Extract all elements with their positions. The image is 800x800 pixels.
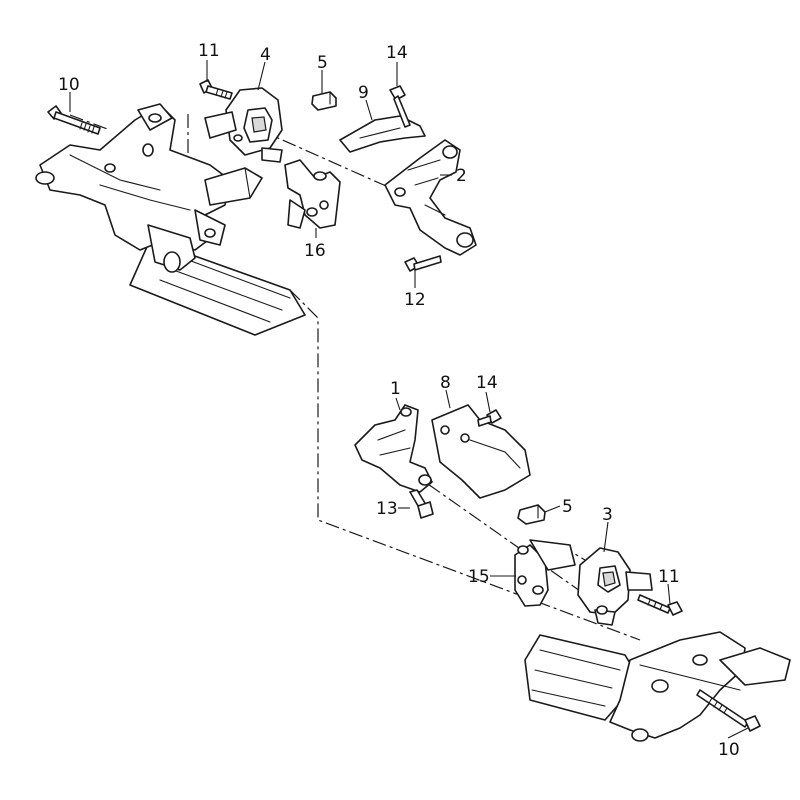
- callout-4: 4: [260, 45, 271, 65]
- cap-5-lower: [517, 504, 546, 525]
- callout-15: 15: [468, 567, 490, 587]
- callout-1: 1: [390, 379, 401, 399]
- callout-2: 2: [456, 166, 467, 186]
- callout-11-lower: 11: [658, 567, 680, 587]
- bracket-15: [514, 539, 576, 607]
- callout-9: 9: [358, 83, 369, 103]
- bolt-10-upper: [47, 105, 101, 135]
- bracket-1: [354, 404, 433, 493]
- bolt-11-upper: [199, 79, 233, 100]
- bolt-13: [409, 489, 434, 519]
- callout-5-lower: 5: [562, 497, 573, 517]
- bracket-2: [384, 139, 477, 256]
- callout-3: 3: [602, 505, 613, 525]
- callout-5-upper: 5: [317, 53, 328, 73]
- bolt-12: [404, 255, 442, 272]
- mount-3: [577, 547, 653, 626]
- bolt-14-lower: [477, 409, 502, 427]
- callout-12: 12: [404, 290, 426, 310]
- callout-11-upper: 11: [198, 41, 220, 61]
- callout-labels: 10 11 4 5 9 14 2 16 12 1 8 14 13 5 3 15 …: [58, 41, 740, 760]
- callout-16: 16: [304, 241, 326, 261]
- heat-shield-9: [339, 115, 426, 153]
- bolt-14-upper: [389, 85, 411, 128]
- callout-10-lower: 10: [718, 740, 740, 760]
- bracket-16: [284, 159, 341, 229]
- callout-14-lower: 14: [476, 373, 498, 393]
- bolt-11-lower: [637, 594, 683, 616]
- heat-shield-8: [431, 404, 531, 499]
- cap-5-upper: [311, 91, 337, 111]
- callout-14-upper: 14: [386, 43, 408, 63]
- bolt-10-lower: [696, 689, 761, 732]
- leader-lines: [69, 60, 749, 739]
- subframe-upper: [35, 103, 306, 336]
- callout-13: 13: [376, 499, 398, 519]
- mount-4: [204, 87, 283, 163]
- callout-8: 8: [440, 373, 451, 393]
- callout-10-upper: 10: [58, 75, 80, 95]
- subframe-lower: [524, 631, 791, 742]
